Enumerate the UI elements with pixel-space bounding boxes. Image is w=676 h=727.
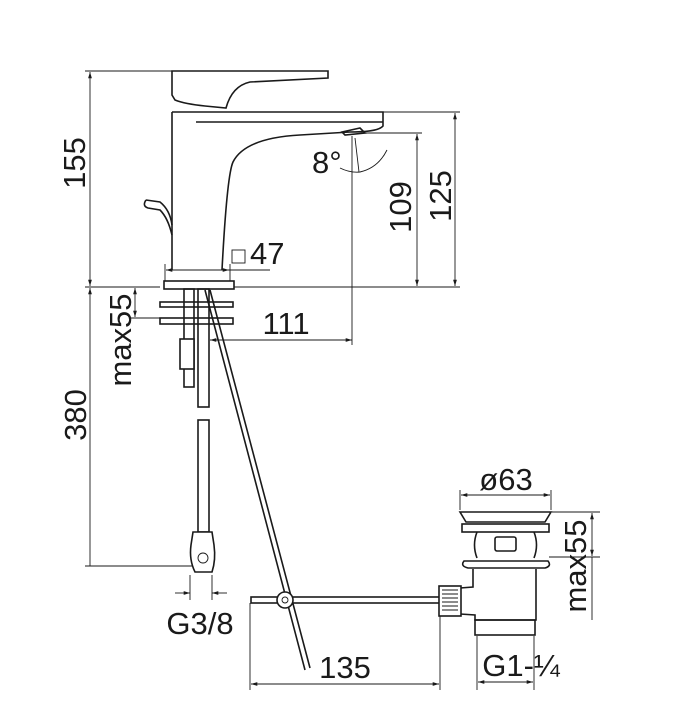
dim-380: 380 xyxy=(58,389,93,441)
dim-155: 155 xyxy=(57,137,92,189)
dim-135: 135 xyxy=(319,650,371,685)
dim-109: 109 xyxy=(383,181,418,233)
dimension-lines xyxy=(85,70,600,690)
dim-47: 47 xyxy=(250,236,284,271)
dim-max55-left: max55 xyxy=(103,293,138,386)
dim-g3-8: G3/8 xyxy=(166,606,233,641)
popup-rod xyxy=(204,289,442,671)
mixer-base xyxy=(159,280,235,573)
waste-drain xyxy=(438,511,553,636)
mixer-body xyxy=(143,70,384,271)
dim-o63: ø63 xyxy=(479,462,532,497)
dim-g1-1-4: G1-¼ xyxy=(482,648,561,683)
dim-111: 111 xyxy=(262,306,309,341)
dim-max55-right: max55 xyxy=(558,519,593,612)
dim-angle: 8° xyxy=(312,145,342,180)
dim-125: 125 xyxy=(423,170,458,222)
